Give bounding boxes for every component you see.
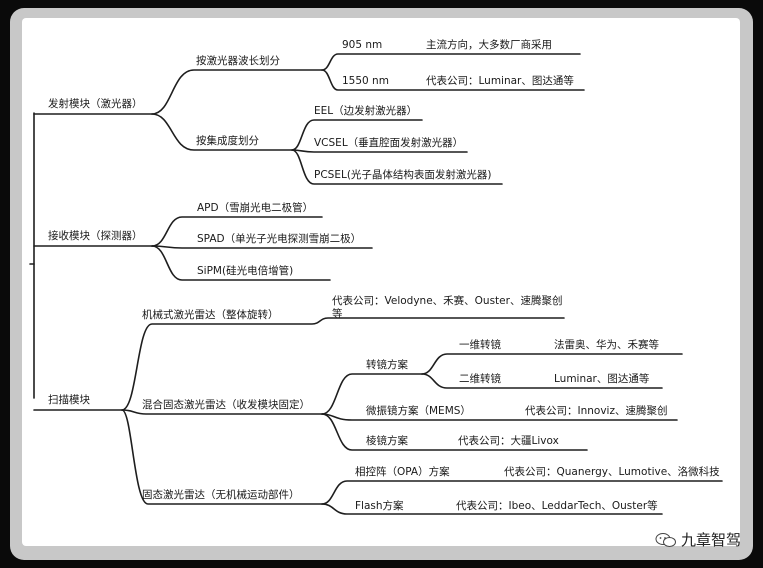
note-flash: 代表公司：Ibeo、LeddarTech、Ouster等 xyxy=(456,500,658,512)
mindmap-connectors xyxy=(29,53,723,515)
watermark: 九章智驾 xyxy=(655,529,741,550)
edge-mirror xyxy=(321,373,423,415)
node-wavelength: 按激光器波长划分 xyxy=(196,55,280,67)
node-mech: 机械式激光雷达（整体旋转） xyxy=(142,309,279,321)
node-1550: 1550 nm xyxy=(342,75,389,87)
node-apd: APD（雪崩光电二极管） xyxy=(197,202,314,214)
edge-integration xyxy=(151,113,293,151)
node-spad: SPAD（单光子光电探测雪崩二极） xyxy=(197,233,362,245)
edge-solid xyxy=(121,409,323,505)
node-eel: EEL（边发射激光器） xyxy=(314,105,418,117)
note-mems: 代表公司：Innoviz、速腾聚创 xyxy=(525,405,668,417)
node-pcsel: PCSEL(光子晶体结构表面发射激光器) xyxy=(314,169,492,181)
edge-prism xyxy=(321,413,588,451)
edge-mech xyxy=(121,317,565,411)
note-mech: 代表公司：Velodyne、禾赛、Ouster、速腾聚创等 xyxy=(332,295,563,320)
node-solid: 固态激光雷达（无机械运动部件） xyxy=(142,489,300,501)
node-prism: 棱镜方案 xyxy=(366,435,408,447)
edge-apd xyxy=(151,216,323,247)
edge-905 xyxy=(321,53,581,71)
note-prism: 代表公司：大疆Livox xyxy=(458,435,559,447)
edge-pcsel xyxy=(291,149,503,185)
note-905: 主流方向，大多数厂商采用 xyxy=(426,39,552,51)
note-one-d: 法雷奥、华为、禾赛等 xyxy=(554,339,659,351)
edge-eel xyxy=(291,119,423,151)
edge-hybrid xyxy=(121,409,323,415)
edge-one-d xyxy=(421,353,683,375)
node-receive: 接收模块（探测器） xyxy=(48,230,143,242)
node-opa: 相控阵（OPA）方案 xyxy=(355,466,450,478)
note-1550: 代表公司：Luminar、图达通等 xyxy=(426,75,574,87)
node-mirror: 转镜方案 xyxy=(366,359,408,371)
edge-two-d xyxy=(421,373,663,389)
node-vcsel: VCSEL（垂直腔面发射激光器） xyxy=(314,137,464,149)
node-905: 905 nm xyxy=(342,39,383,51)
node-mems: 微振镜方案（MEMS） xyxy=(366,405,471,417)
node-one-d: 一维转镜 xyxy=(459,339,501,351)
mindmap-canvas: 发射模块（激光器） 接收模块（探测器） 扫描模块 按激光器波长划分 905 nm… xyxy=(22,18,740,546)
edge-flash xyxy=(321,503,663,515)
edge-opa xyxy=(321,480,723,505)
node-flash: Flash方案 xyxy=(355,500,404,512)
watermark-text: 九章智驾 xyxy=(680,531,741,549)
node-emit: 发射模块（激光器） xyxy=(48,98,143,110)
edge-1550 xyxy=(321,69,585,91)
node-integration: 按集成度划分 xyxy=(196,135,259,147)
note-opa: 代表公司：Quanergy、Lumotive、洛微科技 xyxy=(504,466,720,478)
node-two-d: 二维转镜 xyxy=(459,373,501,385)
wechat-icon xyxy=(655,532,676,547)
edge-spad xyxy=(151,245,373,249)
node-scan: 扫描模块 xyxy=(48,394,90,406)
edge-wavelength xyxy=(151,69,323,115)
edge-vcsel xyxy=(291,149,468,153)
note-two-d: Luminar、图达通等 xyxy=(554,373,650,385)
node-hybrid: 混合固态激光雷达（收发模块固定） xyxy=(142,399,310,411)
node-sipm: SiPM(硅光电倍增管) xyxy=(197,265,294,277)
edge-sipm xyxy=(151,245,331,281)
